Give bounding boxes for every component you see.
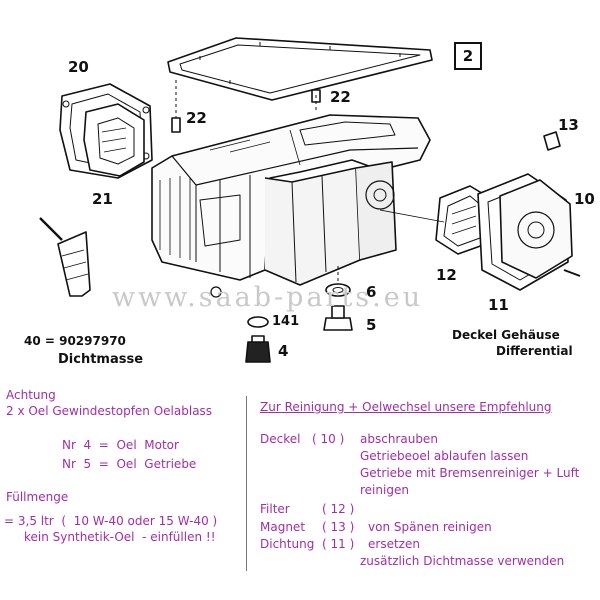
filter-label: Filter [260,502,290,516]
cover-caption-line1: Deckel Gehäuse [452,328,560,342]
filter-number: ( 12 ) [322,502,355,516]
drain-plug-6-5 [323,266,353,331]
top-gasket [167,37,433,101]
deckel-step2: Getriebeoel ablaufen lassen [360,449,529,463]
sealant-tube-40 [39,217,91,297]
part-label-22-right: 22 [330,88,351,106]
deckel-label: Deckel [260,432,301,446]
deckel-step4: reinigen [360,483,409,497]
cleaning-heading: Zur Reinigung + Oelwechsel unsere Empfeh… [260,400,552,414]
deckel-number: ( 10 ) [312,432,345,446]
dichtung-label: Dichtung [260,537,315,551]
note-nr5: Nr 5 = Oel Getriebe [62,457,197,471]
watermark: www.saab-parts.eu [112,282,424,313]
part-label-4: 4 [278,342,289,360]
dichtung-action: ersetzen [368,537,420,551]
differential-cover-10 [499,179,581,279]
part-label-12: 12 [436,266,457,284]
exploded-view-drawing [39,37,581,363]
part40-number: 40 = 90297970 [24,334,126,348]
magnet-number: ( 13 ) [322,520,355,534]
part-label-11: 11 [488,296,509,314]
cover-caption-line2: Differential [496,344,573,358]
part-label-10: 10 [574,190,595,208]
drain-plug-141-4 [245,316,271,363]
column-divider [246,396,247,571]
part-label-5: 5 [366,316,377,334]
gasket-21 [83,103,145,177]
part-label-22-left: 22 [186,109,207,127]
achtung-title: Achtung [6,388,56,402]
part-label-141: 141 [272,314,300,329]
magnet-13 [543,131,561,151]
figure-badge: 2 [454,42,482,70]
magnet-label: Magnet [260,520,306,534]
part-label-21: 21 [92,190,113,208]
part40-name: Dichtmasse [58,352,144,367]
note-nr4: Nr 4 = Oel Motor [62,438,179,452]
deckel-action: abschrauben [360,432,438,446]
fill-line2: kein Synthetik-Oel - einfüllen !! [24,530,216,544]
achtung-line: 2 x Oel Gewindestopfen Oelablass [6,404,213,418]
part-label-13: 13 [558,116,579,134]
fill-line1: = 3,5 ltr ( 10 W-40 oder 15 W-40 ) [4,514,218,528]
part-label-20: 20 [68,58,89,76]
magnet-action: von Spänen reinigen [368,520,492,534]
dichtung-number: ( 11 ) [322,537,355,551]
bolt-22-right [311,89,321,112]
part-label-6: 6 [366,283,377,301]
dichtung-step2: zusätzlich Dichtmasse verwenden [360,554,565,568]
bolt-22-left [171,80,181,133]
gearbox-housing [151,114,431,298]
fill-title: Füllmenge [6,490,69,504]
deckel-step3: Getriebe mit Bremsenreiniger + Luft [360,466,580,480]
